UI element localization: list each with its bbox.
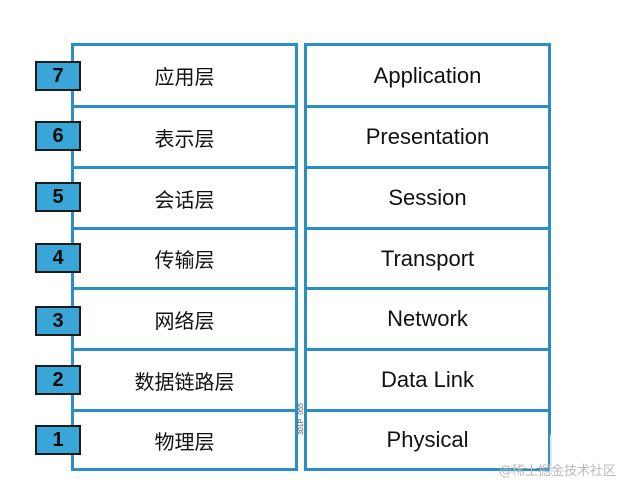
cn-layer-1: 物理层 [154,429,215,454]
row-divider [304,409,551,412]
row-divider [304,105,551,108]
en-layer-4: Transport [380,245,475,271]
row-divider [71,105,298,108]
cn-layer-5: 会话层 [154,187,215,212]
row-divider [71,287,298,290]
row-divider [304,227,551,230]
cn-layer-2: 数据链路层 [134,369,235,394]
en-layer-1: Physical [386,427,469,452]
row-divider [71,227,298,230]
row-divider [71,409,298,412]
layer-number-badge-7: 7 [35,61,81,91]
english-layer-column: Application Presentation Session Transpo… [304,43,551,471]
cn-layer-6: 表示层 [154,126,215,151]
row-divider [304,166,551,169]
en-layer-7: Application [373,62,482,88]
decorative-line [550,435,552,475]
row-divider [71,166,298,169]
cn-layer-4: 传输层 [154,248,215,272]
cn-layer-7: 应用层 [154,65,215,89]
layer-number-badge-6: 6 [35,121,81,151]
watermark: @稀土掘金技术社区 [498,464,616,479]
layer-number-badge-2: 2 [35,365,81,395]
layer-number-badge-5: 5 [35,182,81,212]
en-layer-2: Data Link [381,367,474,392]
figure-code: 301P_055 [298,403,305,435]
cn-layer-3: 网络层 [154,308,215,333]
en-layer-3: Network [387,306,468,331]
row-divider [71,348,298,351]
layer-number-badge-3: 3 [35,306,81,336]
row-divider [304,287,551,290]
chinese-layer-column: 应用层 表示层 会话层 传输层 网络层 数据链路层 物理层 [71,43,298,471]
layer-number-badge-4: 4 [35,243,81,273]
en-layer-5: Session [388,185,467,210]
en-layer-6: Presentation [365,124,490,149]
row-divider [304,348,551,351]
layer-number-badge-1: 1 [35,425,81,455]
